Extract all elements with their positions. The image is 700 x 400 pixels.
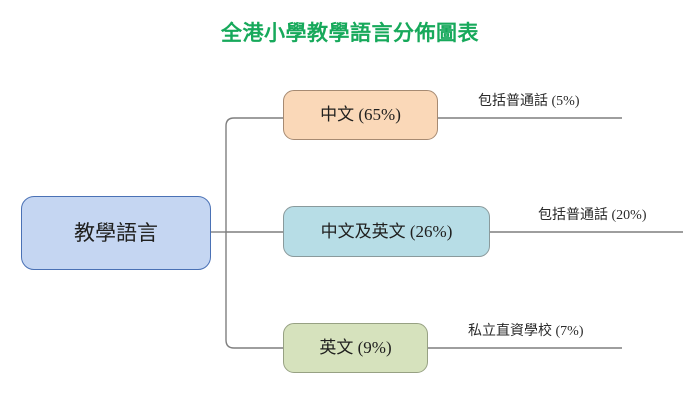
node-branch-chinese[interactable]: 中文 (65%) — [283, 90, 438, 140]
page-title: 全港小學教學語言分佈圖表 — [221, 21, 479, 45]
annotation-chinese: 包括普通話 (5%) — [478, 94, 580, 109]
annotation-english: 私立直資學校 (7%) — [468, 324, 584, 339]
connector-branch-chinese — [225, 117, 283, 127]
connector-branch-english — [225, 339, 283, 349]
node-branch-english[interactable]: 英文 (9%) — [283, 323, 428, 373]
node-root-teaching-language[interactable]: 教學語言 — [21, 196, 211, 270]
annotation-bilingual: 包括普通話 (20%) — [538, 208, 647, 223]
node-branch-bilingual[interactable]: 中文及英文 (26%) — [283, 206, 490, 257]
